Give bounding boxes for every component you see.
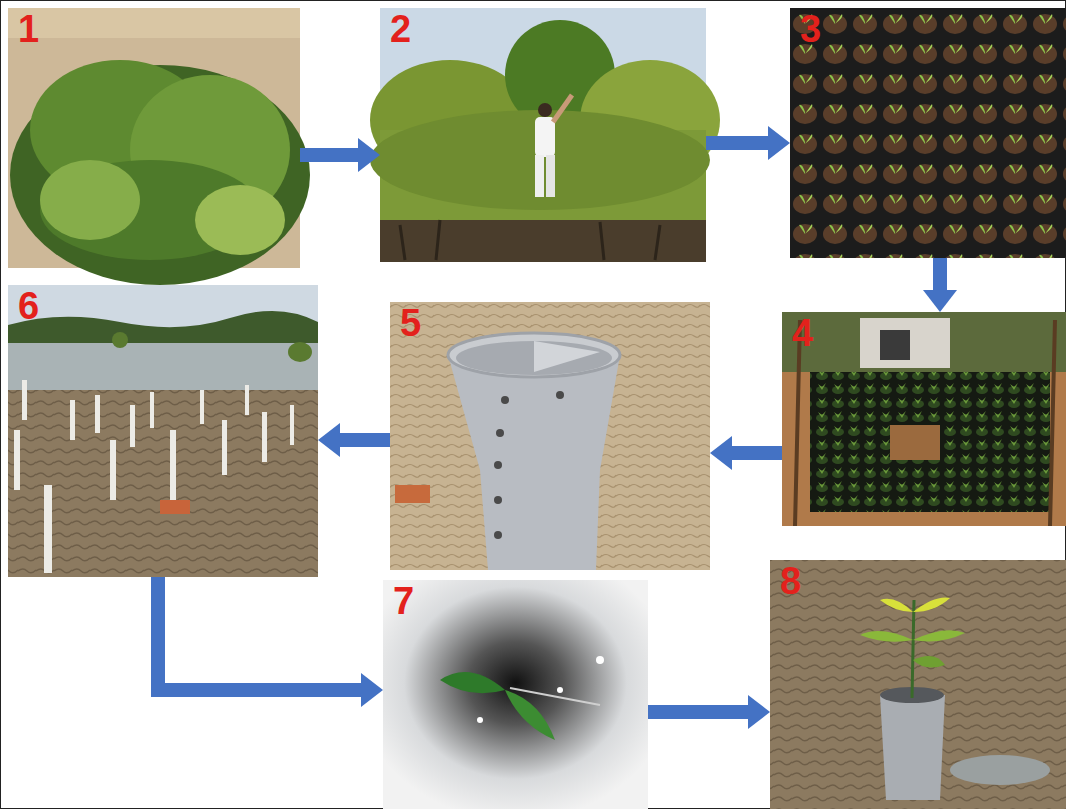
seedling-bags-photo xyxy=(790,8,1066,258)
callout-number: 4 xyxy=(792,314,813,354)
arrow-head xyxy=(358,138,380,172)
arrow-head xyxy=(361,673,383,707)
established-seedling-photo xyxy=(770,560,1066,809)
arrow-shaft xyxy=(933,258,947,291)
callout-number: 5 xyxy=(400,304,421,344)
arrow-shaft xyxy=(300,148,359,162)
seed-collection-photo xyxy=(370,8,720,262)
arrow-shaft xyxy=(339,433,390,447)
arrow-shaft xyxy=(648,705,749,719)
flow-arrow xyxy=(300,138,380,172)
photo-panel: 8 xyxy=(770,560,1066,809)
planted-pipes-photo xyxy=(8,285,318,577)
callout-number: 7 xyxy=(393,582,414,622)
flow-arrow xyxy=(706,126,790,160)
arrow-head xyxy=(318,423,340,457)
photo-panel: 1 xyxy=(8,8,300,268)
photo-panel: 2 xyxy=(380,8,706,262)
arrow-head xyxy=(710,436,732,470)
flow-arrow xyxy=(158,577,383,707)
arrow-shaft xyxy=(706,136,769,150)
photo-panel: 4 xyxy=(782,312,1066,526)
callout-number: 1 xyxy=(18,10,39,50)
photo-panel: 3 xyxy=(790,8,1066,258)
mangrove-bush-photo xyxy=(8,8,310,285)
callout-number: 2 xyxy=(390,10,411,50)
pvc-pipe-photo xyxy=(390,302,710,570)
arrow-shaft xyxy=(731,446,782,460)
callout-number: 8 xyxy=(780,562,801,602)
arrow-head xyxy=(923,290,957,312)
flow-arrow xyxy=(710,436,782,470)
callout-number: 3 xyxy=(800,10,821,50)
arrow-shaft xyxy=(158,577,362,690)
seedling-in-pipe-photo xyxy=(383,580,648,809)
photo-panel: 5 xyxy=(390,302,710,570)
arrow-head xyxy=(768,126,790,160)
arrow-head xyxy=(748,695,770,729)
photo-panel: 7 xyxy=(383,580,648,809)
flow-arrow xyxy=(923,258,957,312)
flow-arrow xyxy=(318,423,390,457)
photo-panel: 6 xyxy=(8,285,318,577)
flow-arrow xyxy=(648,695,770,729)
nursery-photo xyxy=(782,312,1066,526)
callout-number: 6 xyxy=(18,287,39,327)
